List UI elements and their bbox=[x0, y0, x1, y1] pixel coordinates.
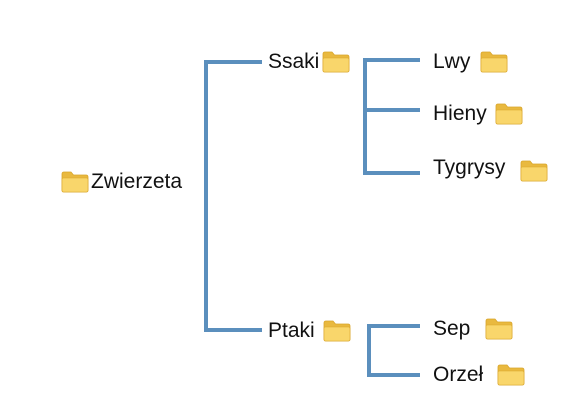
tree-node-orzel[interactable]: Orzeł bbox=[433, 362, 525, 388]
folder-icon bbox=[520, 160, 548, 182]
tree-node-label: Tygrysy bbox=[433, 156, 506, 179]
tree-node-sep[interactable]: Sep bbox=[433, 316, 513, 342]
tree-node-label: Ptaki bbox=[268, 319, 315, 342]
folder-icon bbox=[485, 318, 513, 340]
folder-icon bbox=[323, 320, 351, 342]
tree-node-lwy[interactable]: Lwy bbox=[433, 49, 508, 75]
tree-node-root[interactable]: Zwierzeta bbox=[61, 169, 182, 195]
folder-icon bbox=[61, 171, 89, 193]
tree-node-label: Lwy bbox=[433, 50, 471, 73]
folder-icon bbox=[495, 103, 523, 125]
tree-node-label: Orzeł bbox=[433, 363, 484, 386]
tree-node-tygrysy[interactable]: Tygrysy bbox=[433, 154, 548, 182]
tree-node-hieny[interactable]: Hieny bbox=[433, 101, 523, 127]
folder-icon bbox=[322, 51, 350, 73]
tree-node-label: Zwierzeta bbox=[91, 170, 183, 193]
folder-icon bbox=[497, 364, 525, 386]
tree-node-label: Ssaki bbox=[268, 50, 320, 73]
tree-node-label: Sep bbox=[433, 317, 471, 340]
tree-node-label: Hieny bbox=[433, 102, 487, 125]
tree-node-ptaki[interactable]: Ptaki bbox=[268, 318, 351, 344]
tree-node-ssaki[interactable]: Ssaki bbox=[268, 49, 350, 75]
folder-icon bbox=[480, 51, 508, 73]
